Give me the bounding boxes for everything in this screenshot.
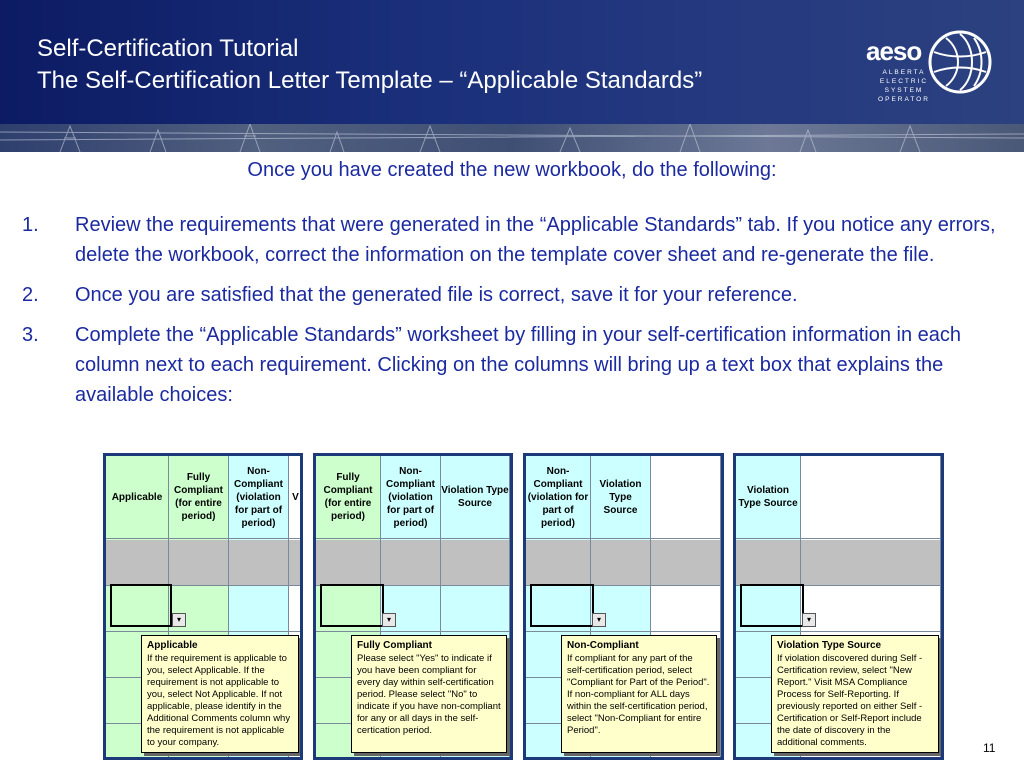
step-text: Complete the “Applicable Standards” work…	[75, 324, 961, 406]
step-number: 3.	[22, 324, 39, 346]
tooltip-applicable: Applicable If the requirement is applica…	[141, 635, 299, 753]
step-text: Once you are satisfied that the generate…	[75, 284, 798, 306]
list-item: 2. Once you are satisfied that the gener…	[22, 280, 1012, 310]
tooltip-non-compliant: Non-Compliant If compliant for any part …	[561, 635, 717, 753]
column-header: Non-Compliant (violation for part of per…	[229, 456, 288, 539]
list-item: 1. Review the requirements that were gen…	[22, 210, 1012, 270]
column-header: Violation Type Source	[441, 456, 509, 539]
intro-text: Once you have created the new workbook, …	[247, 159, 777, 181]
tooltip-title: Fully Compliant	[357, 640, 432, 651]
title-line-2: The Self-Certification Letter Template –…	[37, 67, 703, 94]
step-text: Review the requirements that were genera…	[75, 214, 996, 266]
column-header: Applicable	[106, 456, 168, 539]
title-line-1: Self-Certification Tutorial	[37, 35, 299, 62]
tooltip-body: If violation discovered during Self -Cer…	[777, 653, 923, 748]
column-header: Non-Compliant (violation for part of per…	[381, 456, 440, 539]
logo-subtitle: ALBERTA ELECTRIC SYSTEM OPERATOR	[878, 69, 930, 103]
selected-cell[interactable]	[740, 584, 804, 627]
swirl-logo-icon	[928, 30, 992, 94]
panel-violation-type-source: Violation Type Source ▾ Violation Type S…	[733, 453, 944, 760]
tooltip-title: Applicable	[147, 640, 198, 651]
slide-header: Self-Certification Tutorial The Self-Cer…	[0, 0, 1024, 152]
slide-title: Self-Certification Tutorial The Self-Cer…	[37, 33, 702, 97]
dropdown-arrow-icon[interactable]: ▾	[592, 613, 606, 627]
column-header	[651, 456, 720, 539]
tooltip-body: If compliant for any part of the self-ce…	[567, 653, 710, 736]
column-violation-type-source[interactable]: Violation Type Source	[736, 456, 801, 757]
header-photo-strip	[0, 124, 1024, 152]
aeso-logo: aeso ALBERTA ELECTRIC SYSTEM OPERATOR	[860, 28, 1000, 118]
selected-cell[interactable]	[320, 584, 384, 627]
tooltip-title: Violation Type Source	[777, 640, 882, 651]
column-header: Violation Type Source	[591, 456, 650, 539]
tooltip-violation-type-source: Violation Type Source If violation disco…	[771, 635, 939, 753]
step-number: 1.	[22, 214, 39, 236]
tooltip-body: If the requirement is applicable to you,…	[147, 653, 291, 748]
column-header: Non-Compliant (violation for part of per…	[526, 456, 590, 539]
column-header: Violation Type Source	[736, 456, 800, 539]
tooltip-body: Please select "Yes" to indicate if you h…	[357, 653, 501, 736]
panel-applicable: Applicable Fully Compliant (for entire p…	[103, 453, 303, 760]
page-number: 11	[983, 741, 996, 755]
dropdown-arrow-icon[interactable]: ▾	[802, 613, 816, 627]
list-item: 3. Complete the “Applicable Standards” w…	[22, 320, 1012, 410]
transmission-towers-icon	[0, 124, 1024, 152]
dropdown-arrow-icon[interactable]: ▾	[382, 613, 396, 627]
selected-cell[interactable]	[110, 584, 172, 627]
instruction-list: 1. Review the requirements that were gen…	[22, 210, 1012, 420]
column-header: Fully Compliant (for entire period)	[316, 456, 380, 539]
panel-non-compliant: Non-Compliant (violation for part of per…	[523, 453, 724, 760]
column-header	[801, 456, 940, 539]
column-header: V	[289, 456, 300, 539]
panel-fully-compliant: Fully Compliant (for entire period) Non-…	[313, 453, 513, 760]
logo-text: aeso	[866, 36, 922, 66]
selected-cell[interactable]	[530, 584, 594, 627]
dropdown-arrow-icon[interactable]: ▾	[172, 613, 186, 627]
tooltip-title: Non-Compliant	[567, 640, 639, 651]
step-number: 2.	[22, 284, 39, 306]
tooltip-fully-compliant: Fully Compliant Please select "Yes" to i…	[351, 635, 507, 753]
column-header: Fully Compliant (for entire period)	[169, 456, 228, 539]
